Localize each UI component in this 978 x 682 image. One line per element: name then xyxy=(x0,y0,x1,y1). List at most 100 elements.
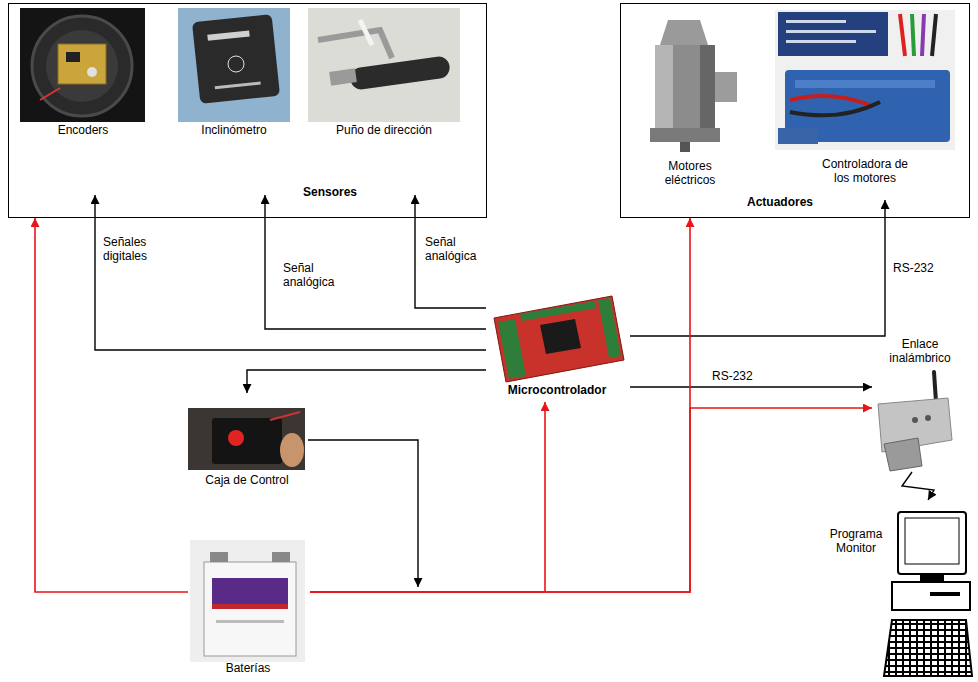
power-line xyxy=(310,408,872,592)
item-caption: Baterías xyxy=(188,662,308,676)
inclinometer-photo xyxy=(178,8,290,122)
motor-controller-photo xyxy=(900,14,905,56)
motor-controller-photo xyxy=(932,14,936,56)
computer-clipart xyxy=(884,620,972,676)
encoder-photo xyxy=(20,8,145,122)
inclinometer-photo xyxy=(228,56,244,72)
control-switch-arrow xyxy=(308,440,418,587)
power-line xyxy=(310,402,545,592)
motor-photo xyxy=(655,45,673,130)
battery-photo xyxy=(212,578,288,604)
signal-line xyxy=(265,195,486,329)
control-box-photo xyxy=(188,408,305,470)
motor-controller-photo xyxy=(778,128,818,144)
battery-photo xyxy=(272,552,290,562)
signal-line xyxy=(415,195,486,308)
motor-controller-photo xyxy=(786,20,846,23)
inclinometer-photo xyxy=(215,82,261,90)
encoder-photo xyxy=(58,44,106,84)
control-switch-arrow xyxy=(308,440,418,587)
battery-photo xyxy=(204,562,296,656)
battery-unit: Baterías xyxy=(188,537,310,678)
motor-controller-photo xyxy=(786,40,856,43)
monitor-computer: Programa Monitor xyxy=(828,500,974,678)
motor-controller-photo xyxy=(922,14,924,56)
signal-line xyxy=(630,200,885,336)
inclinometer-photo xyxy=(192,14,280,104)
inclinometer-photo xyxy=(207,30,249,40)
motor-photo xyxy=(715,72,737,102)
encoder-photo xyxy=(66,52,80,62)
signal-label: Señal analógica xyxy=(425,236,487,264)
signal-label: RS-232 xyxy=(712,370,762,384)
signal-label: RS-232 xyxy=(893,262,943,276)
group-title: Sensores xyxy=(290,186,370,200)
computer-clipart xyxy=(905,518,959,564)
wireless-modem-photo xyxy=(925,415,931,421)
motor-controller-photo xyxy=(795,80,935,88)
microcontroller-board xyxy=(494,296,624,382)
battery-photo xyxy=(190,540,305,662)
item-caption: Enlace inalámbrico xyxy=(880,338,960,366)
sensor-item: Puño de dirección xyxy=(302,6,468,195)
signal-label: Señales digitales xyxy=(103,236,165,264)
wireless-modem-photo xyxy=(934,372,936,402)
encoder-photo xyxy=(87,67,97,77)
motor-controller-photo xyxy=(790,102,880,115)
actuator-group: Motores eléctricosControladora de los mo… xyxy=(620,3,970,218)
power-line xyxy=(310,218,690,592)
item-caption: Puño de dirección xyxy=(302,124,466,138)
motor-photo xyxy=(635,10,745,155)
motor-controller-photo xyxy=(775,10,955,150)
sensor-item: Inclinómetro xyxy=(172,6,298,195)
microcontroller-board xyxy=(598,298,621,358)
radio-link: Enlace inalámbrico xyxy=(872,336,972,472)
control-box: Caja de Control xyxy=(186,393,310,490)
motor-controller-photo xyxy=(786,30,876,33)
computer-clipart xyxy=(920,574,944,582)
motor-controller-photo xyxy=(778,12,888,56)
control-box-photo xyxy=(270,412,300,420)
encoder-photo xyxy=(40,88,60,100)
sensor-item: Encoders xyxy=(18,6,150,195)
control-box-photo xyxy=(212,418,282,464)
motor-photo xyxy=(680,142,690,152)
inclinometer-photo xyxy=(178,8,290,122)
signal-line xyxy=(902,472,934,500)
steering-grip-photo xyxy=(308,8,460,122)
motor-controller-photo xyxy=(912,14,914,56)
motor-controller-photo xyxy=(790,96,870,105)
steering-grip-photo xyxy=(329,68,357,85)
control-box-photo xyxy=(228,430,244,446)
item-caption: Controladora de los motores xyxy=(815,158,915,186)
battery-photo xyxy=(190,540,305,662)
wireless-modem-photo xyxy=(912,417,918,423)
computer-clipart xyxy=(898,512,966,574)
signal-line xyxy=(247,370,486,393)
actuator-item: Motores eléctricos xyxy=(632,8,748,194)
steering-grip-photo xyxy=(318,30,392,58)
microcontroller-board xyxy=(520,301,597,321)
microcontroller-board xyxy=(494,296,624,382)
wireless-modem-photo xyxy=(884,438,922,471)
battery-photo xyxy=(216,620,284,623)
control-box-photo xyxy=(280,433,304,467)
motor-photo xyxy=(655,45,715,130)
battery-photo xyxy=(210,552,228,562)
steering-grip-photo xyxy=(360,20,372,45)
motor-photo xyxy=(650,128,720,142)
signal-line xyxy=(95,195,486,350)
battery-photo xyxy=(212,604,288,609)
computer-clipart xyxy=(884,512,972,676)
wireless-modem-photo xyxy=(878,372,952,471)
motor-controller-photo xyxy=(775,10,955,150)
actuator-item: Controladora de los motores xyxy=(770,8,960,200)
signal-line xyxy=(630,386,872,387)
steering-grip-photo xyxy=(349,55,451,91)
signal-label: Señal analógica xyxy=(283,262,345,290)
computer-clipart xyxy=(892,582,970,610)
